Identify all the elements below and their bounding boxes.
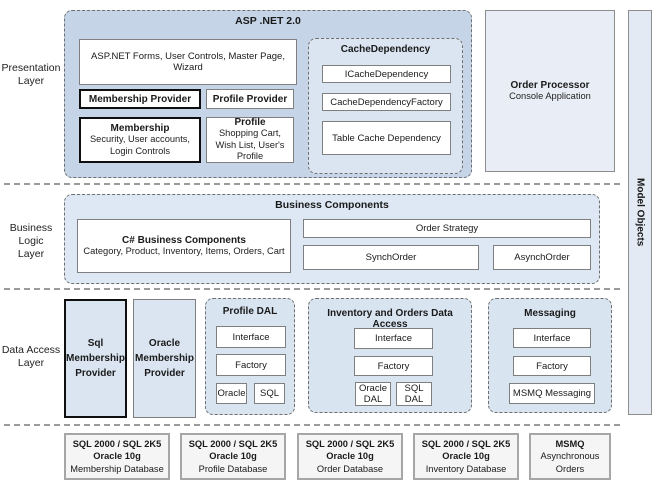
membership-subtitle: Security, User accounts, Login Controls — [89, 133, 191, 156]
model-objects-label: Model Objects — [634, 178, 646, 247]
db-line1: SQL 2000 / SQL 2K5 — [188, 438, 278, 449]
profile-dal-sql-box: SQL — [254, 383, 285, 404]
inventory-database-box: SQL 2000 / SQL 2K5 Oracle 10g Inventory … — [413, 433, 519, 480]
asynchorder-label: AsynchOrder — [514, 252, 570, 263]
profile-provider-label: Profile Provider — [212, 93, 288, 105]
membership-database-box: SQL 2000 / SQL 2K5 Oracle 10g Membership… — [64, 433, 170, 480]
profile-dal-oracle-box: Oracle — [216, 383, 247, 404]
messaging-interface-box: Interface — [513, 328, 591, 348]
membership-provider-box: Membership Provider — [79, 89, 201, 109]
tablecachedependency-label: Table Cache Dependency — [332, 132, 441, 144]
cachedependency-title: CacheDependency — [340, 44, 431, 55]
sql-membership-provider-label: Sql Membership Provider — [66, 338, 125, 379]
cachedependency-container: CacheDependency ICacheDependency CacheDe… — [308, 38, 463, 174]
db-line2: Oracle 10g — [442, 451, 490, 462]
data-access-layer-label: Data Access Layer — [1, 344, 61, 370]
oracle-membership-provider-label: Oracle Membership Provider — [135, 338, 194, 379]
messaging-factory-box: Factory — [513, 356, 591, 376]
profile-dal-title: Profile DAL — [222, 306, 278, 317]
messaging-container: Messaging Interface Factory MSMQ Messagi… — [488, 298, 612, 413]
membership-box: Membership Security, User accounts, Logi… — [79, 117, 201, 163]
profile-dal-container: Profile DAL Interface Factory Oracle SQL — [205, 298, 295, 415]
csharp-components-subtitle: Category, Product, Inventory, Items, Ord… — [83, 245, 285, 256]
synchorder-box: SynchOrder — [303, 245, 479, 270]
business-components-container: Business Components C# Business Componen… — [64, 194, 600, 284]
db-line3: Membership Database — [70, 463, 164, 474]
profile-dal-factory-label: Factory — [235, 359, 267, 371]
order-processor-title: Order Processor — [510, 79, 590, 91]
inventory-oracle-dal-box: Oracle DAL — [355, 382, 391, 406]
profile-box: Profile Shopping Cart, Wish List, User's… — [206, 117, 294, 163]
profile-dal-interface-label: Interface — [232, 331, 270, 343]
membership-provider-label: Membership Provider — [88, 93, 192, 105]
profile-dal-factory-box: Factory — [216, 354, 286, 376]
inventory-orders-title: Inventory and Orders Data Access — [327, 308, 453, 330]
csharp-components-title: C# Business Components — [122, 234, 246, 246]
profile-dal-oracle-label: Oracle — [217, 388, 246, 399]
csharp-components-box: C# Business Components Category, Product… — [77, 219, 291, 273]
tablecachedependency-box: Table Cache Dependency — [322, 121, 451, 155]
msmq-queue-box: MSMQ Asynchronous Orders — [529, 433, 611, 480]
db-line1: SQL 2000 / SQL 2K5 — [305, 438, 395, 449]
model-objects-bar: Model Objects — [628, 10, 652, 415]
oracle-membership-provider-box: Oracle Membership Provider — [133, 299, 196, 418]
business-components-title: Business Components — [275, 199, 389, 211]
db-line1: SQL 2000 / SQL 2K5 — [421, 438, 511, 449]
inventory-orders-container: Inventory and Orders Data Access Interfa… — [308, 298, 472, 413]
inventory-sql-dal-box: SQL DAL — [396, 382, 432, 406]
inventory-interface-label: Interface — [375, 333, 412, 344]
db-line2: Oracle 10g — [326, 451, 374, 462]
sql-membership-provider-box: Sql Membership Provider — [64, 299, 127, 418]
order-database-box: SQL 2000 / SQL 2K5 Oracle 10g Order Data… — [297, 433, 403, 480]
profile-provider-box: Profile Provider — [206, 89, 294, 109]
profile-subtitle: Shopping Cart, Wish List, User's Profile — [215, 128, 285, 162]
msmq-messaging-label: MSMQ Messaging — [512, 388, 592, 399]
profile-dal-sql-label: SQL — [259, 388, 279, 399]
presentation-layer-label: Presentation Layer — [1, 62, 61, 88]
icachedependency-label: ICacheDependency — [344, 68, 429, 80]
inventory-oracle-dal-label: Oracle DAL — [359, 382, 387, 405]
aspnet-forms-label: ASP.NET Forms, User Controls, Master Pag… — [91, 51, 285, 73]
order-strategy-box: Order Strategy — [303, 219, 591, 238]
order-processor-subtitle: Console Application — [509, 90, 591, 101]
db-line2: Asynchronous Orders — [540, 451, 600, 474]
db-line2: Oracle 10g — [93, 451, 141, 462]
profile-title: Profile — [234, 117, 266, 129]
layer-separator — [4, 183, 620, 185]
db-line3: Profile Database — [198, 463, 268, 474]
db-line3: Inventory Database — [425, 463, 507, 474]
synchorder-label: SynchOrder — [365, 252, 417, 263]
asynchorder-box: AsynchOrder — [493, 245, 591, 270]
inventory-sql-dal-label: SQL DAL — [404, 382, 424, 405]
profile-database-box: SQL 2000 / SQL 2K5 Oracle 10g Profile Da… — [180, 433, 286, 480]
cachedependencyfactory-box: CacheDependencyFactory — [322, 93, 451, 111]
cachedependencyfactory-label: CacheDependencyFactory — [330, 96, 443, 108]
aspnet-container: ASP .NET 2.0 ASP.NET Forms, User Control… — [64, 10, 472, 178]
messaging-title: Messaging — [524, 308, 576, 319]
order-processor-box: Order Processor Console Application — [485, 10, 615, 172]
msmq-messaging-box: MSMQ Messaging — [509, 383, 595, 404]
aspnet-forms-box: ASP.NET Forms, User Controls, Master Pag… — [79, 39, 297, 85]
icachedependency-box: ICacheDependency — [322, 65, 451, 83]
order-strategy-label: Order Strategy — [415, 223, 479, 234]
db-line2: Oracle 10g — [209, 451, 257, 462]
aspnet-title: ASP .NET 2.0 — [235, 15, 301, 27]
db-line1: SQL 2000 / SQL 2K5 — [72, 438, 162, 449]
membership-title: Membership — [110, 122, 170, 134]
profile-dal-interface-box: Interface — [216, 326, 286, 348]
business-logic-layer-label: Business Logic Layer — [9, 222, 53, 261]
inventory-factory-label: Factory — [377, 360, 410, 372]
inventory-factory-box: Factory — [354, 356, 433, 376]
db-line3: Order Database — [316, 463, 384, 474]
inventory-interface-box: Interface — [354, 328, 433, 349]
messaging-interface-label: Interface — [533, 332, 571, 344]
layer-separator — [4, 288, 620, 290]
db-line1: MSMQ — [555, 438, 585, 449]
layer-separator — [4, 424, 620, 426]
messaging-factory-label: Factory — [536, 360, 568, 372]
